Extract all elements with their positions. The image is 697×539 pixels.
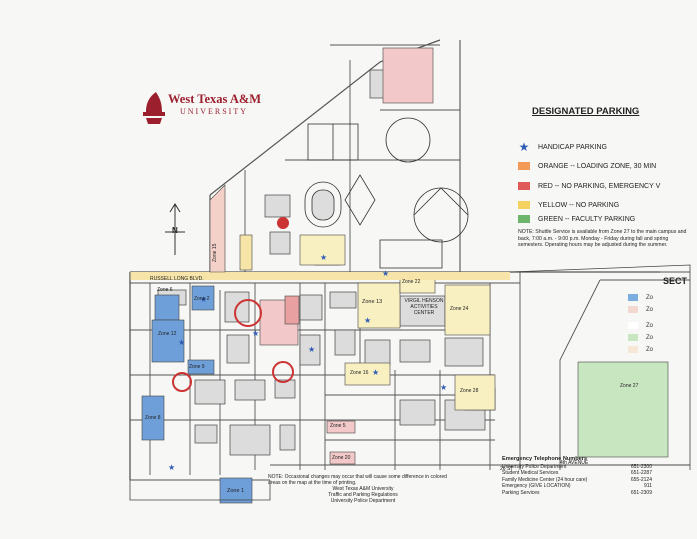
disclaimer-org: West Texas A&M University	[332, 486, 394, 492]
handicap-markers: ★ ★ ★ ★ ★ ★ ★ ★ ★ ★	[168, 253, 447, 472]
phone-number: 655-2124	[630, 476, 652, 483]
roundabouts	[172, 217, 294, 392]
section-swatch	[628, 334, 638, 341]
yellow-swatch	[518, 201, 530, 209]
university-logo: West Texas A&M UNIVERSITY	[140, 88, 280, 124]
svg-text:★: ★	[308, 345, 315, 354]
section-swatch	[628, 322, 638, 329]
map-disclaimer: NOTE: Occasional changes may occur that …	[268, 474, 458, 504]
zone-label: Zone 12	[158, 331, 177, 337]
zone-label: Zone 20	[332, 455, 351, 461]
emergency-phone-list: Emergency Telephone Numbers University P…	[502, 456, 652, 496]
phone-name: Parking Services	[502, 489, 540, 496]
section-swatch	[628, 346, 638, 353]
phone-name: Family Medicine Center (24 hour care)	[502, 476, 588, 483]
phone-name: Emergency (GIVE LOCATION)	[502, 483, 571, 490]
disclaimer-text: NOTE: Occasional changes may occur that …	[268, 474, 447, 486]
shuttle-note: NOTE: Shuttle Service is available from …	[518, 229, 687, 249]
legend-item-yellow: YELLOW -- NO PARKING	[518, 199, 619, 211]
section-item: Zo	[628, 346, 653, 353]
legend-item-green: GREEN -- FACULTY PARKING	[518, 213, 635, 225]
disclaimer-dept: University Police Department	[330, 498, 396, 504]
svg-text:★: ★	[252, 329, 259, 338]
phone-row: Parking Services 651-2309	[502, 490, 652, 496]
star-icon: ★	[518, 140, 530, 154]
phone-number: 651-2309	[630, 489, 652, 496]
phone-name: University Police Department	[502, 464, 567, 470]
zone-label: Zone 1	[227, 488, 245, 494]
zone-label: Zone 16	[350, 370, 369, 376]
section-label: Zo	[646, 294, 654, 301]
university-subtitle: UNIVERSITY	[180, 107, 248, 116]
street-label: 4th AVENUE	[560, 460, 589, 466]
legend-label: YELLOW -- NO PARKING	[538, 201, 620, 209]
section-label: Zo	[646, 334, 654, 341]
svg-text:★: ★	[364, 316, 371, 325]
phone-number: 651-2287	[630, 470, 652, 477]
activities-center-label: VIRGIL HENSON ACTIVITIES CENTER	[404, 298, 444, 316]
zone-label: Zone 9	[189, 364, 205, 370]
phone-row: University Police Department 651-2300	[502, 464, 652, 470]
athletic-fields	[304, 117, 469, 269]
zone-label: Zone 5	[330, 423, 346, 429]
section-label: Zo	[646, 306, 654, 313]
phone-number: 651-2300	[630, 464, 652, 470]
section-legend-title: SECT	[663, 276, 688, 286]
green-swatch	[518, 215, 530, 223]
phone-row: Family Medicine Center (24 hour care) 655…	[502, 477, 652, 483]
zone-label: Zone 2	[194, 296, 210, 302]
zone-label: Zone 6	[157, 287, 173, 293]
disclaimer-doc: Traffic and Parking Regulations	[328, 492, 398, 498]
university-logo-icon	[143, 92, 165, 124]
road-label: RUSSELL LONG BLVD.	[150, 276, 204, 282]
legend-label: ORANGE -- LOADING ZONE, 30 MIN	[538, 162, 657, 170]
zone-label: Zone 28	[460, 388, 479, 394]
section-swatch	[628, 306, 638, 313]
orange-swatch	[518, 162, 530, 170]
north-arrow-icon	[165, 203, 185, 255]
zone-label: Zone 27	[620, 383, 639, 389]
legend-title: DESIGNATED PARKING	[532, 106, 640, 117]
svg-text:★: ★	[178, 338, 185, 347]
north-label: N	[172, 226, 178, 235]
phone-row: Student Medical Services 651-2287	[502, 470, 652, 476]
legend-label: HANDICAP PARKING	[538, 143, 607, 151]
svg-text:★: ★	[168, 463, 175, 472]
zone-label: Zone 8	[145, 415, 161, 421]
section-item: Zo	[628, 306, 653, 313]
svg-text:★: ★	[440, 383, 447, 392]
section-label: Zo	[646, 346, 654, 353]
section-item: Zo	[628, 294, 653, 301]
university-name: West Texas A&M	[168, 92, 262, 106]
section-item: Zo	[628, 334, 653, 341]
emergency-title: Emergency Telephone Numbers	[502, 456, 588, 462]
svg-text:★: ★	[320, 253, 327, 262]
zone-label: Zone 13	[362, 299, 383, 305]
svg-text:★: ★	[382, 269, 389, 278]
street-label: 26 ST	[500, 466, 514, 472]
legend-item-red: RED -- NO PARKING, EMERGENCY V	[518, 180, 660, 192]
red-swatch	[518, 182, 530, 190]
legend-item-handicap: ★ HANDICAP PARKING	[518, 140, 607, 154]
parking-zones	[130, 47, 669, 504]
legend-label: RED -- NO PARKING, EMERGENCY V	[538, 182, 661, 190]
svg-text:★: ★	[200, 295, 207, 304]
phone-name: Student Medical Services	[502, 470, 559, 477]
phone-number: 911	[644, 483, 652, 490]
svg-text:★: ★	[372, 368, 379, 377]
zone-label: Zone 22	[402, 279, 421, 285]
zone-label: Zone 24	[450, 306, 469, 312]
legend-label: GREEN -- FACULTY PARKING	[538, 215, 636, 223]
phone-row: Emergency (GIVE LOCATION) 911	[502, 483, 652, 489]
zone-label: Zone 15	[212, 243, 218, 262]
section-label: Zo	[646, 322, 654, 329]
section-item: Zo	[628, 322, 653, 329]
legend-item-orange: ORANGE -- LOADING ZONE, 30 MIN	[518, 160, 656, 172]
section-swatch	[628, 294, 638, 301]
